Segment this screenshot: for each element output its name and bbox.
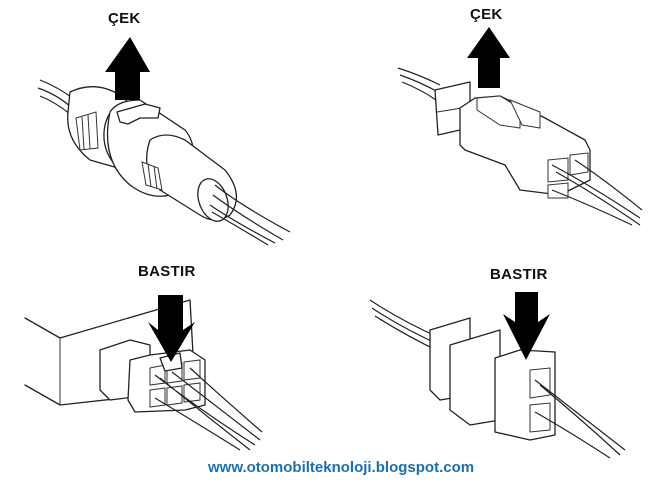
pull-arrow-icon (467, 27, 510, 88)
pull-label-top-right: ÇEK (470, 6, 503, 23)
pull-arrow-icon (105, 37, 150, 100)
push-label-bottom-left: BASTIR (138, 263, 196, 280)
panel-top-right-connector (397, 67, 643, 226)
panel-bottom-right-connector (369, 299, 626, 459)
push-label-bottom-right: BASTIR (490, 266, 548, 283)
panel-top-left-connector (37, 79, 291, 246)
push-arrow-icon (148, 295, 195, 362)
pull-label-top-left: ÇEK (108, 10, 141, 27)
push-arrow-icon (503, 292, 550, 360)
panel-bottom-left-connector (24, 299, 263, 451)
watermark-link[interactable]: www.otomobilteknoloji.blogspot.com (208, 459, 475, 476)
